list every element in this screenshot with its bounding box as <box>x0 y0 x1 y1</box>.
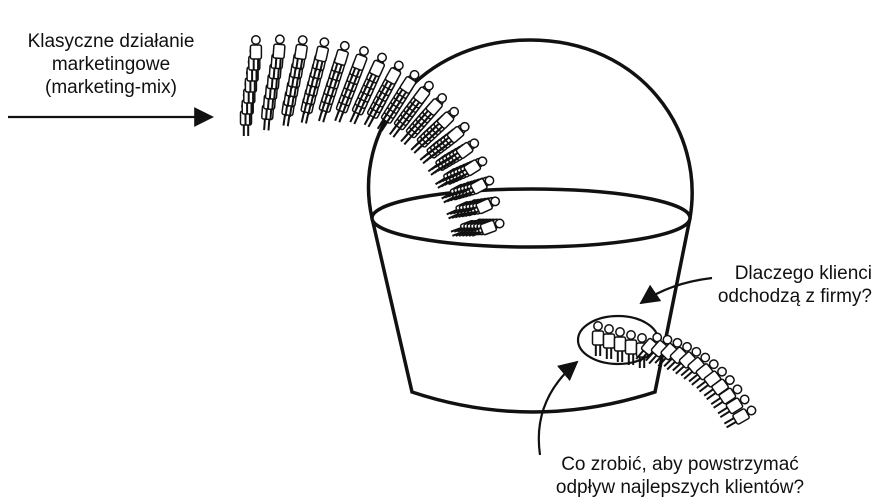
marketing-line-2: marketingowe <box>6 53 216 76</box>
what-line-1: Co zrobić, aby powstrzymać <box>520 453 840 476</box>
marketing-line-1: Klasyczne działanie <box>6 30 216 53</box>
why-customers-leave-label: Dlaczego klienci odchodzą z firmy? <box>700 262 872 308</box>
why-line-1: Dlaczego klienci <box>700 262 872 285</box>
marketing-line-3: (marketing-mix) <box>6 76 216 99</box>
marketing-mix-label: Klasyczne działanie marketingowe (market… <box>6 30 216 99</box>
crowd-pouring-in <box>241 35 506 239</box>
what-line-2: odpływ najlepszych klientów? <box>520 476 840 499</box>
bucket-rim <box>372 189 690 247</box>
stop-churn-label: Co zrobić, aby powstrzymać odpływ najlep… <box>520 453 840 499</box>
why-line-2: odchodzą z firmy? <box>700 285 872 308</box>
